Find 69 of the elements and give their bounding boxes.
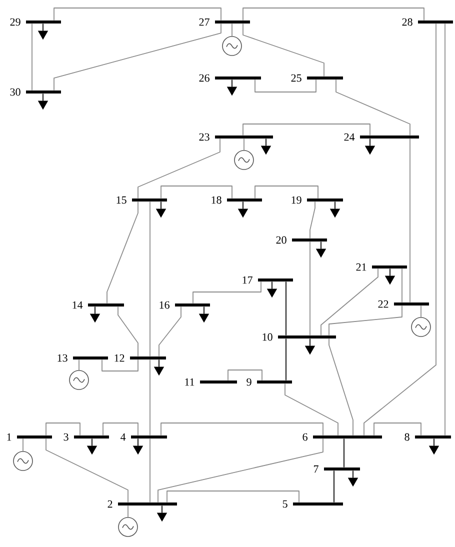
connector-line <box>102 422 138 436</box>
connector-line <box>310 201 316 239</box>
connector-line <box>54 23 222 91</box>
generator-symbol <box>69 370 89 390</box>
connector-line <box>254 186 318 199</box>
connector-line <box>54 8 222 21</box>
bus-number: 23 <box>199 133 210 141</box>
connector-line <box>284 383 338 436</box>
generator-symbol <box>411 317 431 337</box>
connector-line <box>364 23 436 436</box>
connector-line <box>242 8 424 21</box>
bus-number: 19 <box>292 196 302 204</box>
connector-line <box>106 201 138 304</box>
connector-line <box>158 438 324 503</box>
bus-number: 21 <box>356 263 366 271</box>
connector-line <box>420 305 422 318</box>
connector-line <box>336 79 410 136</box>
connector-line <box>118 306 138 357</box>
bus-number: 18 <box>212 196 222 204</box>
bus-number: 26 <box>199 74 210 82</box>
bus-number: 24 <box>344 133 355 141</box>
connector-line <box>166 490 300 503</box>
bus-number: 17 <box>242 276 252 284</box>
connector-line <box>328 338 354 436</box>
generator-symbol <box>13 451 33 471</box>
bus-number: 29 <box>10 18 20 26</box>
connector-line <box>46 438 128 503</box>
connector-line <box>228 370 262 381</box>
connector-line <box>242 23 324 77</box>
generator-symbol <box>118 517 138 537</box>
bus-number: 27 <box>199 18 210 26</box>
bus-number: 2 <box>108 500 112 508</box>
bus-number: 14 <box>72 301 83 309</box>
bus-number: 12 <box>114 354 124 362</box>
bus-number: 7 <box>314 465 318 473</box>
connector-line <box>158 306 182 357</box>
bus-number: 4 <box>120 433 126 441</box>
bus-number: 8 <box>404 433 410 441</box>
connector-line <box>160 186 232 199</box>
bus-number: 9 <box>246 378 252 386</box>
connector-line <box>22 438 24 452</box>
bus-number: 20 <box>276 236 286 244</box>
bus-number: 11 <box>185 378 194 386</box>
connector-line <box>160 422 324 436</box>
connector-line <box>102 359 138 372</box>
bus-number: 10 <box>262 333 272 341</box>
connector-line <box>374 422 422 436</box>
bus-number: 15 <box>116 196 126 204</box>
connector-line <box>328 305 402 336</box>
connector-line <box>242 124 370 136</box>
bus-number: 6 <box>302 433 308 441</box>
bus-number: 28 <box>402 18 412 26</box>
connector-line <box>78 359 80 371</box>
bus-number: 5 <box>282 500 288 508</box>
connector-line <box>192 281 262 304</box>
connector-line <box>46 422 80 436</box>
bus-number: 16 <box>160 301 170 309</box>
bus-number: 3 <box>64 433 68 441</box>
connector-line <box>138 138 220 199</box>
bus-number: 30 <box>10 88 20 96</box>
bus-number: 13 <box>58 354 68 362</box>
connector-line <box>320 268 378 336</box>
bus-number: 22 <box>378 300 388 308</box>
connector-line <box>254 79 316 92</box>
generator-symbol <box>234 150 254 170</box>
connector-line <box>444 23 446 436</box>
bus-number: 1 <box>7 433 12 441</box>
bus-number: 25 <box>291 74 302 82</box>
generator-symbol <box>222 36 242 56</box>
